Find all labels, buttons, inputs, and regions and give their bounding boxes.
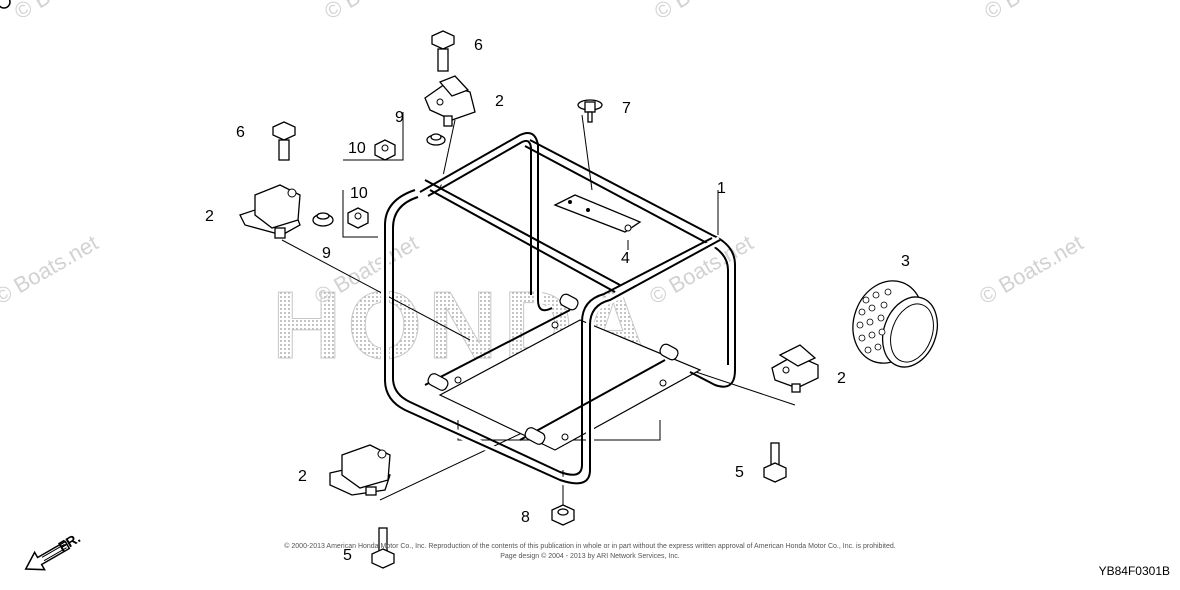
nut-left[interactable] bbox=[347, 207, 369, 229]
frame[interactable] bbox=[381, 129, 736, 488]
callout-washer-top: 9 bbox=[395, 109, 404, 126]
frame-hole bbox=[561, 433, 569, 441]
mount-left[interactable] bbox=[239, 184, 301, 239]
frame-hole bbox=[454, 376, 462, 384]
callout-bolt-right: 5 bbox=[735, 464, 744, 481]
copyright-line-2: Page design © 2004 - 2013 by ARI Network… bbox=[500, 552, 680, 560]
callout-washer-left: 9 bbox=[322, 245, 331, 262]
callout-bolt-top: 6 bbox=[474, 37, 483, 54]
site-watermark: © Boats.net bbox=[0, 230, 102, 309]
washer-top[interactable] bbox=[426, 133, 446, 146]
copyright-line-1: © 2000-2013 American Honda Motor Co., In… bbox=[284, 542, 895, 550]
screw[interactable] bbox=[577, 99, 603, 123]
bracket[interactable] bbox=[553, 194, 642, 233]
site-watermark: © Boats.net bbox=[650, 0, 762, 24]
bolt-right[interactable] bbox=[763, 442, 787, 483]
bolt-top[interactable] bbox=[431, 30, 455, 72]
nut-top[interactable] bbox=[374, 139, 396, 161]
muffler-protector[interactable] bbox=[842, 271, 947, 375]
site-watermark: © Boats.net bbox=[980, 0, 1092, 24]
callout-muffler-protector: 3 bbox=[901, 253, 910, 270]
front-arrow-icon bbox=[24, 540, 71, 571]
callout-bolt-bottom: 5 bbox=[343, 547, 352, 564]
callout-mount-right: 2 bbox=[837, 370, 846, 387]
protector-holes bbox=[856, 288, 892, 354]
callout-nut-top: 10 bbox=[348, 140, 366, 157]
callout-bolt-left: 6 bbox=[236, 124, 245, 141]
site-watermark: © Boats.net bbox=[320, 0, 432, 24]
callout-nut-left: 10 bbox=[350, 185, 368, 202]
frame-sleeve bbox=[524, 427, 546, 445]
callouts: 1 2 2 2 2 3 4 5 5 6 6 7 8 9 9 10 10 bbox=[205, 37, 910, 564]
mount-right[interactable] bbox=[771, 344, 819, 393]
frame-hole bbox=[659, 379, 667, 387]
bolt-bottom[interactable] bbox=[371, 527, 395, 569]
mount-top[interactable] bbox=[424, 75, 476, 127]
callout-mount-bottom: 2 bbox=[298, 468, 307, 485]
bolt-left[interactable] bbox=[272, 121, 296, 161]
callout-nut-bottom: 8 bbox=[521, 509, 530, 526]
callout-frame: 1 bbox=[717, 180, 726, 197]
registration-mark-icon bbox=[0, 0, 11, 9]
callout-bracket: 4 bbox=[621, 250, 630, 267]
frame-sleeve bbox=[427, 373, 449, 391]
callout-mount-top: 2 bbox=[495, 93, 504, 110]
site-watermark: © Boats.net bbox=[975, 230, 1087, 309]
mount-bottom[interactable] bbox=[329, 444, 391, 496]
callout-mount-left: 2 bbox=[205, 208, 214, 225]
frame-sleeve bbox=[659, 343, 679, 361]
washer-left[interactable] bbox=[312, 212, 334, 227]
site-watermark: © Boats.net bbox=[10, 0, 122, 24]
site-watermarks: © Boats.net © Boats.net © Boats.net © Bo… bbox=[0, 0, 1092, 309]
frame-base-plate bbox=[438, 319, 702, 451]
frame-sleeve bbox=[559, 293, 579, 311]
frame-hole bbox=[551, 321, 559, 329]
nut-bottom[interactable] bbox=[551, 504, 575, 526]
direction-indicator: FR. bbox=[24, 529, 83, 571]
drawing-code: YB84F0301B bbox=[1099, 564, 1170, 578]
callout-screw: 7 bbox=[622, 100, 631, 117]
